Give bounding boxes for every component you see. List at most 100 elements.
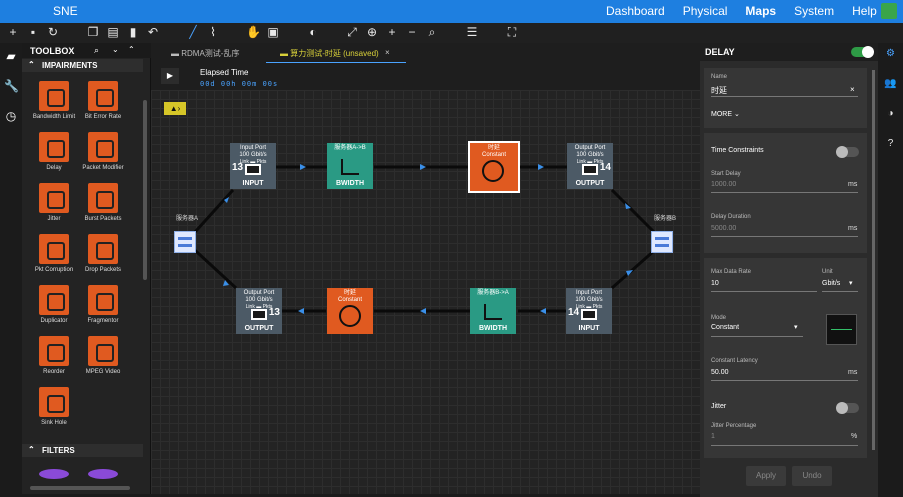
max-rate-input[interactable]: 10 [711, 280, 719, 287]
chevron-down-icon[interactable]: ⌄ [112, 45, 119, 54]
nav-help[interactable]: Help [852, 4, 877, 18]
input-port-node[interactable]: Input Port 100 Gbit/s Link ▬ Pkts 13 INP… [230, 143, 276, 189]
delay-node[interactable]: 时延 Constant [327, 288, 373, 334]
nav-physical[interactable]: Physical [682, 4, 728, 18]
toolbox-scrollbar[interactable] [143, 100, 147, 280]
toggle-view-icon[interactable]: ◐ [309, 25, 317, 39]
output-port-node[interactable]: Output Port 100 Gbit/s Link ▬ Pkts 14 OU… [567, 143, 613, 189]
tool-fragmentor[interactable]: Fragmentor [77, 285, 129, 324]
tool-delay[interactable]: Delay [28, 132, 80, 171]
zoom-in-icon[interactable]: + [388, 25, 396, 39]
toggle-icon[interactable]: ◑ [887, 108, 894, 119]
nav-dashboard[interactable]: Dashboard [606, 4, 665, 18]
nav-system[interactable]: System [794, 4, 835, 18]
center-icon[interactable]: ⊕ [366, 25, 378, 39]
jitter-pct-input[interactable]: 1 [711, 433, 715, 440]
zoom-out-icon[interactable]: − [408, 25, 416, 39]
apply-button[interactable]: Apply [746, 466, 786, 486]
impairments-section-header[interactable]: ⌃ IMPAIRMENTS [22, 59, 143, 72]
delay-node-selected[interactable]: 时延 Constant [470, 143, 518, 191]
settings-gear-icon[interactable]: ⚙ [886, 48, 895, 59]
save-icon[interactable]: ▪ [30, 25, 36, 39]
draw-link-icon[interactable]: ╱ [189, 25, 197, 39]
jitter-toggle[interactable] [836, 402, 859, 414]
bandwidth-node-b-a[interactable]: 服务器B->A BWIDTH [470, 288, 516, 334]
undo-icon[interactable]: ↶ [147, 25, 159, 39]
panel-scrollbar[interactable] [872, 70, 875, 450]
tab-rdma-reorder[interactable]: ▬ RDMA测试-乱序 [171, 48, 239, 59]
fullscreen-icon[interactable]: ⛶ [507, 25, 517, 39]
refresh-icon[interactable]: ↻ [47, 25, 59, 39]
jitter-icon [39, 183, 69, 213]
close-icon[interactable]: × [385, 48, 390, 57]
delay-duration-input[interactable]: 5000.00 [711, 225, 737, 232]
port-number: 14 [568, 307, 580, 318]
tool-drop-packets[interactable]: Drop Packets [77, 234, 129, 273]
clear-icon[interactable]: × [850, 85, 855, 94]
nav-maps[interactable]: Maps [745, 4, 777, 18]
node-top-label: 服务器A->B [334, 145, 366, 151]
tool-pkt-corruption[interactable]: Pkt Corruption [28, 234, 80, 273]
add-icon[interactable]: + [9, 25, 17, 39]
bandwidth-node-a-b[interactable]: 服务器A->B BWIDTH [327, 143, 373, 189]
pan-hand-icon[interactable]: ✋ [246, 25, 261, 39]
tool-mpeg-video[interactable]: MPEG Video [77, 336, 129, 375]
chevron-up-icon[interactable]: ⌃ [128, 45, 135, 54]
wrench-icon[interactable]: 🔧 [4, 79, 19, 93]
paste-icon[interactable]: ▤ [107, 25, 119, 39]
warning-badge[interactable]: ▲› [164, 102, 186, 115]
layout-icon[interactable]: ☰ [466, 25, 478, 39]
play-button[interactable]: ▶ [161, 68, 179, 84]
name-card [704, 68, 867, 128]
filter-tool-icon[interactable] [88, 469, 118, 479]
tool-packet-modifier[interactable]: Packet Modifier [77, 132, 129, 171]
undo-button[interactable]: Undo [792, 466, 832, 486]
tool-bandwidth-limit[interactable]: Bandwidth Limit [28, 81, 80, 120]
copy-icon[interactable]: ❐ [87, 25, 99, 39]
dropdown-icon[interactable]: ▾ [794, 324, 798, 331]
tool-burst-packets[interactable]: Burst Packets [77, 183, 129, 222]
start-delay-unit: ms [848, 181, 858, 188]
filter-tool-icon[interactable] [39, 469, 69, 479]
dropdown-icon[interactable]: ▾ [849, 280, 853, 287]
constant-latency-input[interactable]: 50.00 [711, 369, 729, 376]
left-rail: ▰ 🔧 ◷ [0, 43, 22, 497]
server-a-icon[interactable] [174, 231, 196, 253]
path-icon[interactable]: ⌇ [210, 25, 216, 39]
toolbox-h-scrollbar[interactable] [30, 486, 130, 490]
delete-icon[interactable]: ▮ [129, 25, 137, 39]
select-box-icon[interactable]: ▣ [267, 25, 279, 39]
server-b-icon[interactable] [651, 231, 673, 253]
help-icon[interactable]: ? [887, 138, 894, 149]
fit-screen-icon[interactable]: ⤢ [347, 25, 357, 39]
tool-label: Burst Packets [84, 216, 122, 222]
tool-bit-error-rate[interactable]: Bit Error Rate [77, 81, 129, 120]
user-avatar-button[interactable] [881, 3, 897, 19]
tab-compute-latency[interactable]: ▬ 算力测试-时延 (unsaved) [280, 48, 379, 59]
name-input[interactable]: 时延 [711, 86, 727, 95]
start-delay-input[interactable]: 1000.00 [711, 181, 737, 188]
filters-section-header[interactable]: ⌃ FILTERS [22, 444, 143, 457]
mode-select[interactable]: Constant [711, 324, 739, 331]
tool-duplicator[interactable]: Duplicator [28, 285, 80, 324]
tool-sink-hole[interactable]: Sink Hole [28, 387, 80, 426]
unit-select[interactable]: Gbit/s [822, 280, 840, 287]
tool-label: Jitter [47, 216, 61, 222]
users-icon[interactable]: 👥 [884, 78, 897, 89]
node-type-label: BWIDTH [336, 180, 364, 187]
more-button[interactable]: MORE ⌄ [711, 111, 740, 118]
search-icon[interactable]: ⌕ [94, 45, 100, 55]
output-port-node[interactable]: Output Port 100 Gbit/s Link ▬ Pkts 13 OU… [236, 288, 282, 334]
tool-label: Duplicator [40, 318, 68, 324]
tool-reorder[interactable]: Reorder [28, 336, 80, 375]
bandwidth-limit-icon [39, 81, 69, 111]
tool-jitter[interactable]: Jitter [28, 183, 80, 222]
time-constraints-toggle[interactable] [836, 146, 859, 158]
delay-enable-toggle[interactable] [851, 46, 874, 58]
clock-icon[interactable]: ◷ [5, 109, 17, 123]
folder-icon[interactable]: ▰ [6, 49, 16, 63]
zoom-search-icon[interactable]: ⌕ [428, 25, 436, 39]
toggle-knob [836, 146, 848, 158]
input-port-node[interactable]: Input Port 100 Gbit/s Link ▬ Pkts 14 INP… [566, 288, 612, 334]
mode-underline [711, 336, 803, 337]
